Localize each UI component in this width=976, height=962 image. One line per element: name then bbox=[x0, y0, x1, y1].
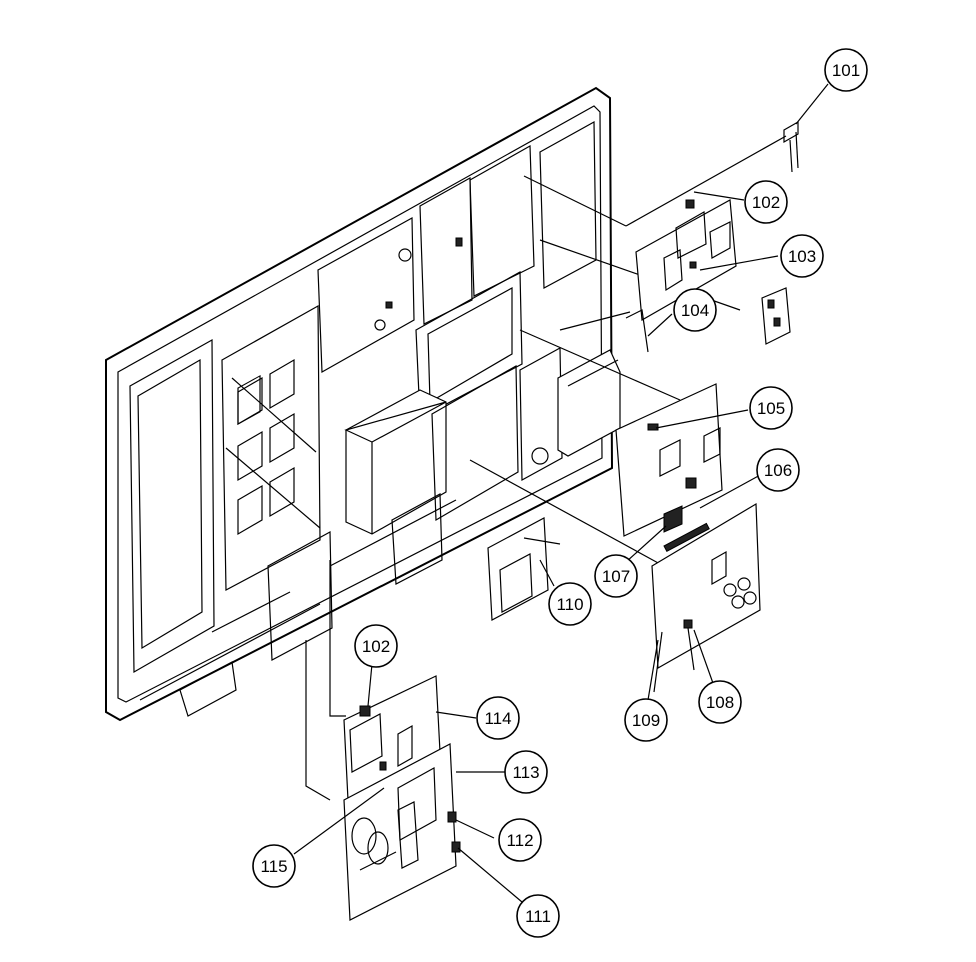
callout-label: 109 bbox=[632, 711, 660, 730]
callout-label: 106 bbox=[764, 461, 792, 480]
callout-label: 112 bbox=[506, 831, 533, 850]
callout-115: 115 bbox=[252, 844, 296, 888]
callout-108: 108 bbox=[698, 680, 742, 724]
callout-112: 112 bbox=[498, 818, 542, 862]
power-board-lower bbox=[343, 675, 461, 921]
callout-106: 106 bbox=[756, 448, 800, 492]
callout-107: 107 bbox=[594, 554, 638, 598]
part-110-board bbox=[487, 517, 561, 621]
callout-label: 103 bbox=[788, 247, 816, 266]
callout-114: 114 bbox=[476, 696, 520, 740]
callout-103: 103 bbox=[780, 234, 824, 278]
callout-111: 111 bbox=[516, 894, 560, 938]
callout-105: 105 bbox=[749, 386, 793, 430]
callout-label: 115 bbox=[260, 857, 287, 876]
callout-label: 113 bbox=[512, 763, 539, 782]
callout-102: 102 bbox=[744, 180, 788, 224]
callout-104: 104 bbox=[673, 288, 717, 332]
part-106-board bbox=[651, 502, 761, 693]
callout-leaders bbox=[293, 83, 829, 903]
callout-110: 110 bbox=[548, 582, 592, 626]
part-104-bracket bbox=[625, 287, 791, 353]
callout-label: 102 bbox=[752, 193, 780, 212]
callout-label: 101 bbox=[832, 61, 860, 80]
callout-label: 107 bbox=[602, 567, 630, 586]
callout-113: 113 bbox=[504, 750, 548, 794]
callout-label: 102 bbox=[362, 637, 390, 656]
callout-label: 105 bbox=[757, 399, 785, 418]
tv-chassis bbox=[105, 86, 621, 722]
callout-label: 114 bbox=[484, 709, 511, 728]
power-board-upper bbox=[635, 199, 737, 321]
callout-label: 104 bbox=[681, 301, 709, 320]
callout-label: 111 bbox=[525, 907, 551, 926]
callout-102-lower: 102 bbox=[354, 624, 398, 668]
callout-label: 108 bbox=[706, 693, 734, 712]
main-board bbox=[615, 383, 723, 537]
callout-label: 110 bbox=[556, 595, 583, 614]
callout-101: 101 bbox=[824, 48, 868, 92]
callout-109: 109 bbox=[624, 698, 668, 742]
part-101-connector bbox=[783, 120, 799, 173]
